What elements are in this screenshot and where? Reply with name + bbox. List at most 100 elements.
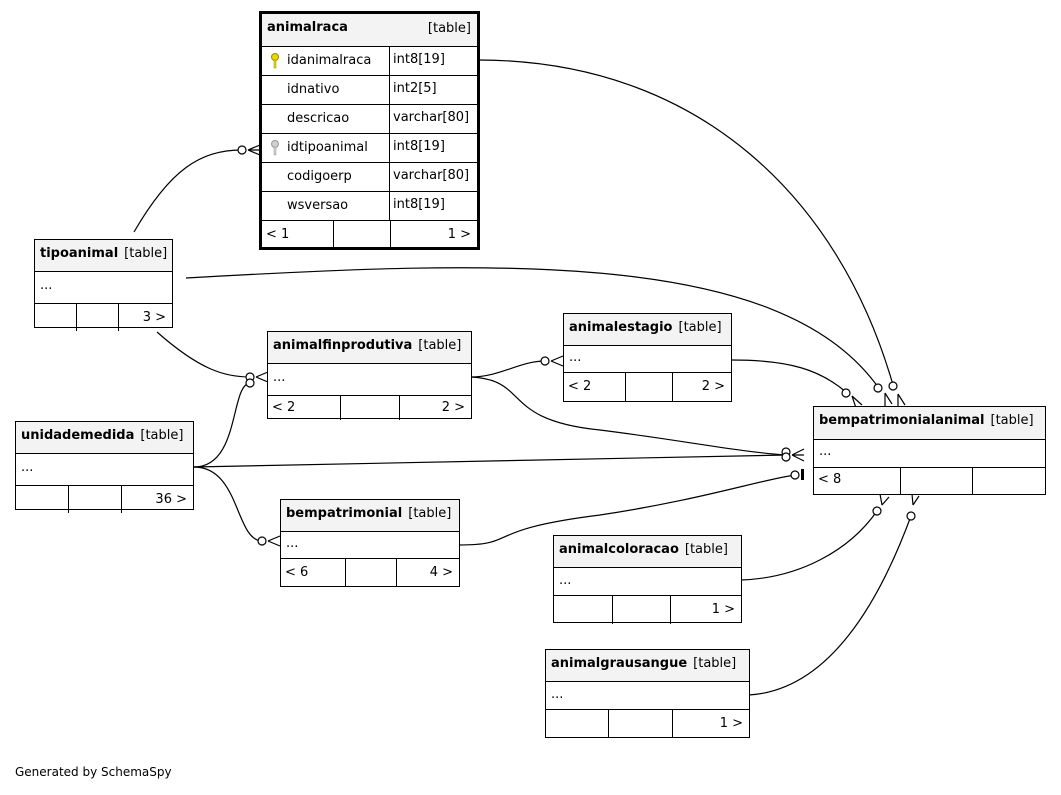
table-header: animalraca [table] xyxy=(262,14,477,47)
children-count[interactable]: 3 > xyxy=(142,310,166,325)
table-tag: [table] xyxy=(418,338,462,353)
table-bempatrimonial[interactable]: bempatrimonial [table] ... < 6 4 > xyxy=(280,499,460,587)
optional-marker xyxy=(540,356,550,366)
table-footer: < 8 xyxy=(814,468,1045,494)
table-name: animalestagio xyxy=(569,320,673,335)
column-row[interactable]: codigoerp varchar[80] xyxy=(262,163,477,192)
edge-tipoanimal-animalfinprodutiva xyxy=(156,331,251,378)
table-footer: 1 > xyxy=(546,710,749,738)
edge-tipoanimal-bempatrimonialanimal xyxy=(185,267,879,388)
table-name: tipoanimal xyxy=(40,246,119,261)
children-count[interactable]: 36 > xyxy=(155,492,187,507)
table-name: animalraca xyxy=(267,20,348,35)
edge-animalraca-bempatrimonialanimal xyxy=(477,59,894,386)
edge-unidademedida-bempatrimonial xyxy=(193,466,263,542)
edge-animalestagio-bempatrimonialanimal xyxy=(731,359,847,393)
table-footer: 36 > xyxy=(16,486,193,513)
table-body: ... xyxy=(281,532,459,559)
column-type: varchar[80] xyxy=(393,110,470,125)
table-tag: [table] xyxy=(408,506,452,521)
table-header: bempatrimonial [table] xyxy=(281,500,459,532)
table-header: animalgrausangue [table] xyxy=(546,650,749,682)
edge-unidademedida-animalfinprodutiva xyxy=(193,382,251,468)
table-header: animalestagio [table] xyxy=(564,314,731,346)
edge-tipoanimal-animalraca xyxy=(133,149,243,233)
table-header: tipoanimal [table] xyxy=(35,240,172,272)
edge-animalcoloracao-bempatrimonialanimal xyxy=(740,510,878,581)
column-row[interactable]: idtipoanimal int8[19] xyxy=(262,134,477,163)
column-name: idtipoanimal xyxy=(287,140,368,155)
optional-marker xyxy=(841,388,851,398)
table-body: ... xyxy=(546,682,749,710)
table-tag: [table] xyxy=(124,246,168,261)
table-bempatrimonialanimal[interactable]: bempatrimonialanimal [table] ... < 8 xyxy=(813,406,1046,495)
table-animalestagio[interactable]: animalestagio [table] ... < 2 2 > xyxy=(563,313,732,402)
optional-marker xyxy=(245,378,255,388)
table-body: ... xyxy=(814,440,1045,468)
parents-count[interactable]: < 1 xyxy=(266,227,290,242)
table-footer: < 2 2 > xyxy=(564,373,731,401)
column-name: idnativo xyxy=(287,82,340,97)
column-name: idanimalraca xyxy=(287,53,372,68)
table-header: animalcoloracao [table] xyxy=(554,536,741,568)
column-row[interactable]: idanimalraca int8[19] xyxy=(262,47,477,76)
edge-unidademedida-bempatrimonialanimal xyxy=(193,454,787,468)
children-count[interactable]: 2 > xyxy=(701,379,725,394)
table-name: bempatrimonialanimal xyxy=(819,413,985,428)
optional-marker xyxy=(237,145,247,155)
table-header: animalfinprodutiva [table] xyxy=(268,332,471,364)
column-name: wsversao xyxy=(287,198,349,213)
optional-marker xyxy=(906,511,916,521)
table-animalfinprodutiva[interactable]: animalfinprodutiva[table] ... < 2 2 > xyxy=(267,331,472,420)
parents-count[interactable]: < 2 xyxy=(272,400,296,415)
column-type: varchar[80] xyxy=(393,168,470,183)
column-row[interactable]: descricao varchar[80] xyxy=(262,105,477,134)
table-animalgrausangue[interactable]: animalgrausangue [table] ... 1 > xyxy=(545,649,750,738)
table-footer: < 1 1 > xyxy=(262,221,477,249)
table-animalraca[interactable]: animalraca [table] idanimalraca int8[19]… xyxy=(259,11,480,250)
column-name: codigoerp xyxy=(287,169,352,184)
parents-count[interactable]: < 8 xyxy=(818,472,842,487)
children-count[interactable]: 4 > xyxy=(429,565,453,580)
generated-by-label: Generated by SchemaSpy xyxy=(15,765,172,779)
edge-bempatrimonial-bempatrimonialanimal xyxy=(458,474,796,546)
optional-marker xyxy=(888,381,898,391)
column-row[interactable]: idnativo int2[5] xyxy=(262,76,477,105)
table-body: ... xyxy=(16,454,193,486)
edge-animalfinprodutiva-bempatrimonialanimal xyxy=(470,376,787,456)
table-name: animalcoloracao xyxy=(559,542,679,557)
table-tag: [table] xyxy=(990,413,1034,428)
table-name: animalgrausangue xyxy=(551,656,688,671)
table-footer: 3 > xyxy=(35,304,172,331)
children-count[interactable]: 1 > xyxy=(711,602,735,617)
children-count[interactable]: 1 > xyxy=(719,716,743,731)
table-tag: [table] xyxy=(678,320,722,335)
optional-marker xyxy=(257,536,267,546)
column-type: int8[19] xyxy=(393,52,445,67)
parents-count[interactable]: < 2 xyxy=(568,379,592,394)
table-footer: 1 > xyxy=(554,596,741,624)
table-animalcoloracao[interactable]: animalcoloracao [table] ... 1 > xyxy=(553,535,742,624)
parents-count[interactable]: < 6 xyxy=(285,565,309,580)
table-unidademedida[interactable]: unidademedida[table] ... 36 > xyxy=(15,421,194,513)
primary-key-icon xyxy=(270,53,280,73)
table-tag: [table] xyxy=(684,542,728,557)
children-count[interactable]: 2 > xyxy=(441,400,465,415)
column-type: int2[5] xyxy=(393,81,437,96)
table-body: ... xyxy=(564,346,731,373)
optional-marker xyxy=(781,452,791,462)
table-body: ... xyxy=(554,568,741,596)
table-tag: [table] xyxy=(693,656,737,671)
edge-animalgrausangue-bempatrimonialanimal xyxy=(748,515,912,696)
column-type: int8[19] xyxy=(393,139,445,154)
table-name: unidademedida xyxy=(21,428,135,443)
table-tipoanimal[interactable]: tipoanimal[table] ... 3 > xyxy=(34,239,173,331)
optional-marker xyxy=(872,506,882,516)
children-count[interactable]: 1 > xyxy=(447,227,471,242)
optional-marker xyxy=(873,383,883,393)
column-row[interactable]: wsversao int8[19] xyxy=(262,192,477,221)
table-name: bempatrimonial xyxy=(286,506,403,521)
optional-marker xyxy=(790,470,800,480)
table-name: animalfinprodutiva xyxy=(273,338,413,353)
